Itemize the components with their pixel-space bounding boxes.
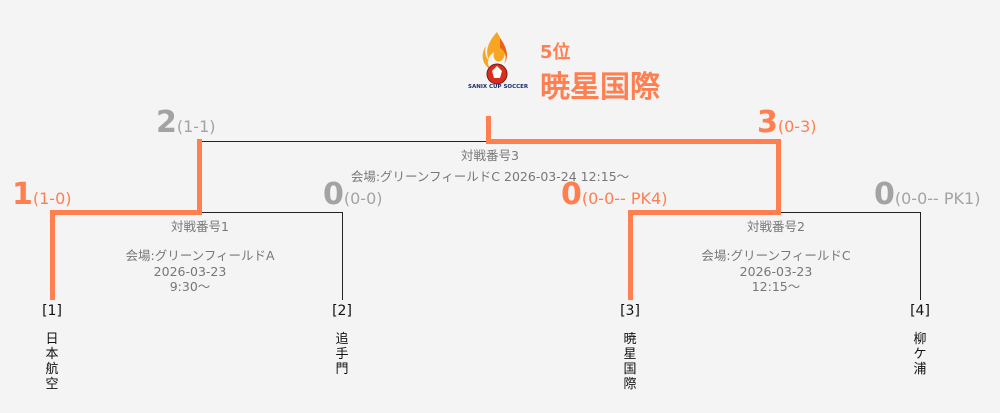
flame-ball-icon (482, 32, 508, 85)
final-right-vline (776, 139, 781, 214)
team-slot-2: [2] (332, 303, 352, 319)
team-name-1[interactable]: 日本航空 (45, 332, 59, 392)
semi1-match-label: 対戦番号1 (171, 219, 229, 234)
semi2-left-vline (628, 210, 633, 300)
score-detail: (0-3) (777, 117, 817, 136)
final-left-score: 2 (1-1) (156, 108, 216, 138)
semi2-venue: 会場:グリーンフィールドC (701, 248, 851, 263)
logo-text: SANIX CUP SOCCER (468, 84, 529, 90)
semi1-time: 9:30〜 (169, 279, 211, 294)
score-value: 1 (12, 177, 33, 212)
final-winner-hline (486, 139, 780, 144)
score-value: 0 (561, 177, 582, 212)
team-name-3[interactable]: 暁星国際 (623, 332, 637, 392)
semi2-match-label: 対戦番号2 (747, 219, 805, 234)
semi1-date: 2026-03-23 (153, 264, 227, 279)
final-right-score: 3 (0-3) (757, 108, 817, 138)
champion-name: 暁星国際 (540, 70, 660, 105)
score-value: 0 (874, 177, 895, 212)
final-left-hline (199, 141, 486, 142)
score-value: 2 (156, 105, 177, 140)
semi2-left-score: 0 (0-0-- PK4) (561, 180, 667, 210)
semi2-date: 2026-03-23 (739, 264, 813, 279)
semi1-left-vline (50, 210, 55, 300)
semi1-winner-hline (50, 210, 202, 215)
team-slot-4: [4] (910, 303, 930, 319)
sanix-cup-logo: SANIX CUP SOCCER (468, 30, 529, 96)
team-slot-1: [1] (42, 303, 62, 319)
semi2-right-score: 0 (0-0-- PK1) (874, 180, 980, 210)
semi1-venue: 会場:グリーンフィールドA (125, 248, 275, 263)
final-winner-stem (486, 116, 491, 143)
semi2-time: 12:15〜 (751, 279, 801, 294)
semi2-right-hline (781, 212, 921, 213)
score-detail: (0-0) (343, 189, 383, 208)
score-value: 3 (757, 105, 778, 140)
semi1-right-score: 0 (0-0) (323, 180, 383, 210)
team-slot-3: [3] (620, 303, 640, 319)
semi2-winner-hline (628, 210, 781, 215)
final-match-label: 対戦番号3 (461, 148, 519, 163)
semi2-right-vline (920, 212, 921, 300)
final-match-info: 会場:グリーンフィールドC 2026-03-24 12:15〜 (350, 169, 630, 184)
score-value: 0 (323, 177, 344, 212)
score-detail: (0-0-- PK4) (581, 189, 668, 208)
rank-label: 5位 (540, 42, 571, 63)
score-detail: (1-1) (176, 117, 216, 136)
team-name-4[interactable]: 柳ケ浦 (913, 332, 927, 377)
team-name-2[interactable]: 追手門 (335, 332, 349, 377)
score-detail: (0-0-- PK1) (894, 189, 981, 208)
final-left-vline (197, 139, 202, 214)
semi1-right-hline (202, 212, 343, 213)
score-detail: (1-0) (32, 189, 72, 208)
semi1-right-vline (342, 212, 343, 300)
semi1-left-score: 1 (1-0) (12, 180, 72, 210)
